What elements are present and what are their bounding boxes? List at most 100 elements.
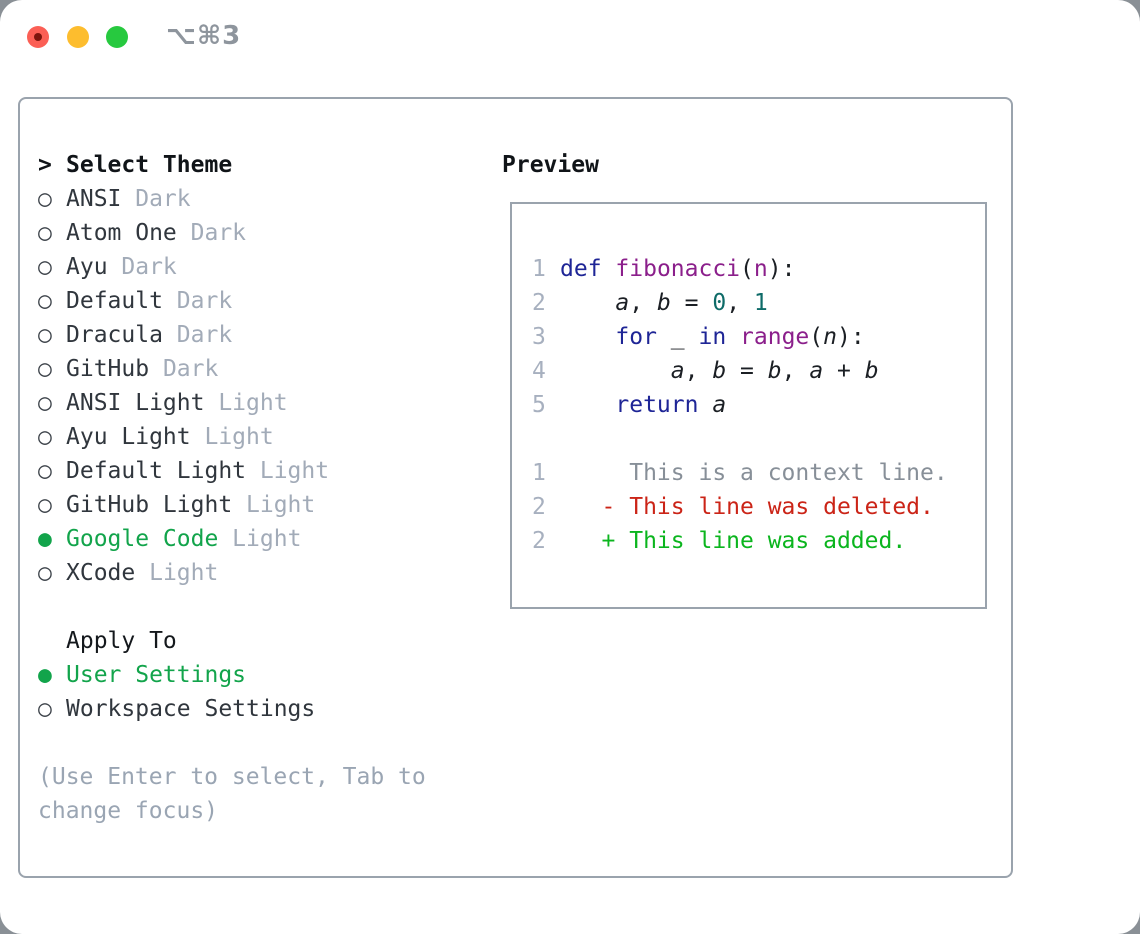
token-pln: _ (656, 324, 699, 350)
token-pln (560, 358, 671, 384)
token-var: b (864, 358, 879, 384)
token-pln: , (629, 290, 657, 316)
focus-caret-icon: > (38, 152, 52, 178)
token-var: a (670, 358, 685, 384)
option-label: ANSI (66, 186, 122, 212)
theme-variant-label: Dark (162, 288, 233, 314)
theme-variant-label: Dark (121, 186, 191, 212)
code-line: 2 - This line was deleted. (532, 490, 948, 524)
option-label: GitHub Light (66, 492, 233, 518)
token-pln: = (726, 358, 768, 384)
theme-variant-label: Dark (162, 322, 233, 348)
theme-option-ayu[interactable]: ○Ayu Dark (38, 250, 478, 284)
radio-unselected-icon: ○ (38, 390, 52, 416)
token-pln (698, 392, 712, 418)
select-theme-heading-label: Select Theme (66, 152, 233, 178)
token-pln: ): (837, 324, 865, 350)
token-var: b (712, 358, 727, 384)
option-label: Ayu Light (66, 424, 191, 450)
select-theme-heading: > Select Theme (38, 148, 478, 182)
radio-unselected-icon: ○ (38, 254, 52, 280)
token-pln: , (684, 358, 713, 384)
theme-option-google-code[interactable]: ● Google Code Light (38, 522, 478, 556)
apply-option-user-settings[interactable]: ● User Settings (38, 658, 478, 692)
option-label: User Settings (66, 662, 247, 688)
radio-unselected-icon: ○ (38, 696, 52, 722)
radio-selected-icon: ● (38, 526, 52, 552)
token-kw: in (698, 324, 727, 350)
code-line: 1 This is a context line. (532, 456, 948, 490)
option-label: Default Light (66, 458, 247, 484)
option-label: Ayu (66, 254, 108, 280)
keyboard-hint: (Use Enter to select, Tab to change focu… (38, 764, 426, 824)
line-number: 3 (532, 324, 546, 350)
token-pln: ): (767, 256, 796, 282)
token-del: - This line was deleted. (560, 494, 934, 520)
code-line: 5 return a (532, 388, 948, 422)
line-number: 1 (532, 460, 546, 486)
radio-unselected-icon: ○ (38, 288, 52, 314)
token-var: b (767, 358, 782, 384)
theme-option-ansi-light[interactable]: ○ANSI Light Light (38, 386, 478, 420)
close-window-icon[interactable] (27, 26, 49, 48)
radio-unselected-icon: ○ (38, 220, 52, 246)
minimize-window-icon[interactable] (67, 26, 89, 48)
token-var: b (656, 290, 671, 316)
line-number: 2 (532, 528, 546, 554)
option-label: Default (66, 288, 163, 314)
radio-unselected-icon: ○ (38, 458, 52, 484)
option-label: Dracula (66, 322, 163, 348)
line-number: 4 (532, 358, 546, 384)
theme-variant-label: Dark (176, 220, 247, 246)
token-ctx: This is a context line. (560, 460, 948, 486)
theme-option-ayu-light[interactable]: ○Ayu Light Light (38, 420, 478, 454)
radio-unselected-icon: ○ (38, 322, 52, 348)
radio-selected-icon: ● (38, 662, 52, 688)
theme-option-github[interactable]: ○GitHub Dark (38, 352, 478, 386)
token-pln (560, 290, 615, 316)
token-pln: = (670, 290, 713, 316)
titlebar: ⌥⌘3 (0, 0, 1140, 74)
radio-unselected-icon: ○ (38, 424, 52, 450)
token-kw: for (615, 324, 657, 350)
token-kw: def (560, 256, 602, 282)
token-lit: 1 (753, 290, 768, 316)
code-line: 2 a, b = 0, 1 (532, 286, 948, 320)
apply-to-heading: Apply To (66, 628, 177, 654)
theme-option-atom-one[interactable]: ○Atom One Dark (38, 216, 478, 250)
theme-option-xcode[interactable]: ○XCode Light (38, 556, 478, 590)
code-line: 3 for _ in range(n): (532, 320, 948, 354)
line-number: 5 (532, 392, 546, 418)
token-pln: , (726, 290, 754, 316)
radio-unselected-icon: ○ (38, 186, 52, 212)
theme-option-default[interactable]: ○ Default Dark (38, 284, 478, 318)
token-kw: return (615, 392, 699, 418)
apply-option-workspace-settings[interactable]: ○Workspace Settings (38, 692, 478, 726)
code-line: 2 + This line was added. (532, 524, 948, 558)
code-line: 4 a, b = b, a + b (532, 354, 948, 388)
token-pln (560, 324, 615, 350)
theme-option-default-light[interactable]: ○Default Light Light (38, 454, 478, 488)
token-var: a (809, 358, 824, 384)
token-lit: 0 (712, 290, 727, 316)
theme-variant-label: Dark (149, 356, 219, 382)
theme-option-github-light[interactable]: ○GitHub Light Light (38, 488, 478, 522)
preview-heading: Preview (502, 152, 599, 178)
theme-variant-label: Light (204, 390, 288, 416)
zoom-window-icon[interactable] (106, 26, 128, 48)
token-fn: range (740, 324, 810, 350)
line-number: 2 (532, 290, 546, 316)
line-number: 2 (532, 494, 546, 520)
theme-variant-label: Light (218, 526, 302, 552)
window-title-shortcut: ⌥⌘3 (166, 21, 242, 51)
theme-variant-label: Light (232, 492, 316, 518)
theme-variant-label: Light (135, 560, 219, 586)
theme-option-dracula[interactable]: ○ Dracula Dark (38, 318, 478, 352)
token-var: n (823, 324, 838, 350)
theme-option-ansi[interactable]: ○ ANSI Dark (38, 182, 478, 216)
spacer (38, 726, 478, 760)
option-label: Google Code (66, 526, 219, 552)
token-pln (726, 324, 740, 350)
